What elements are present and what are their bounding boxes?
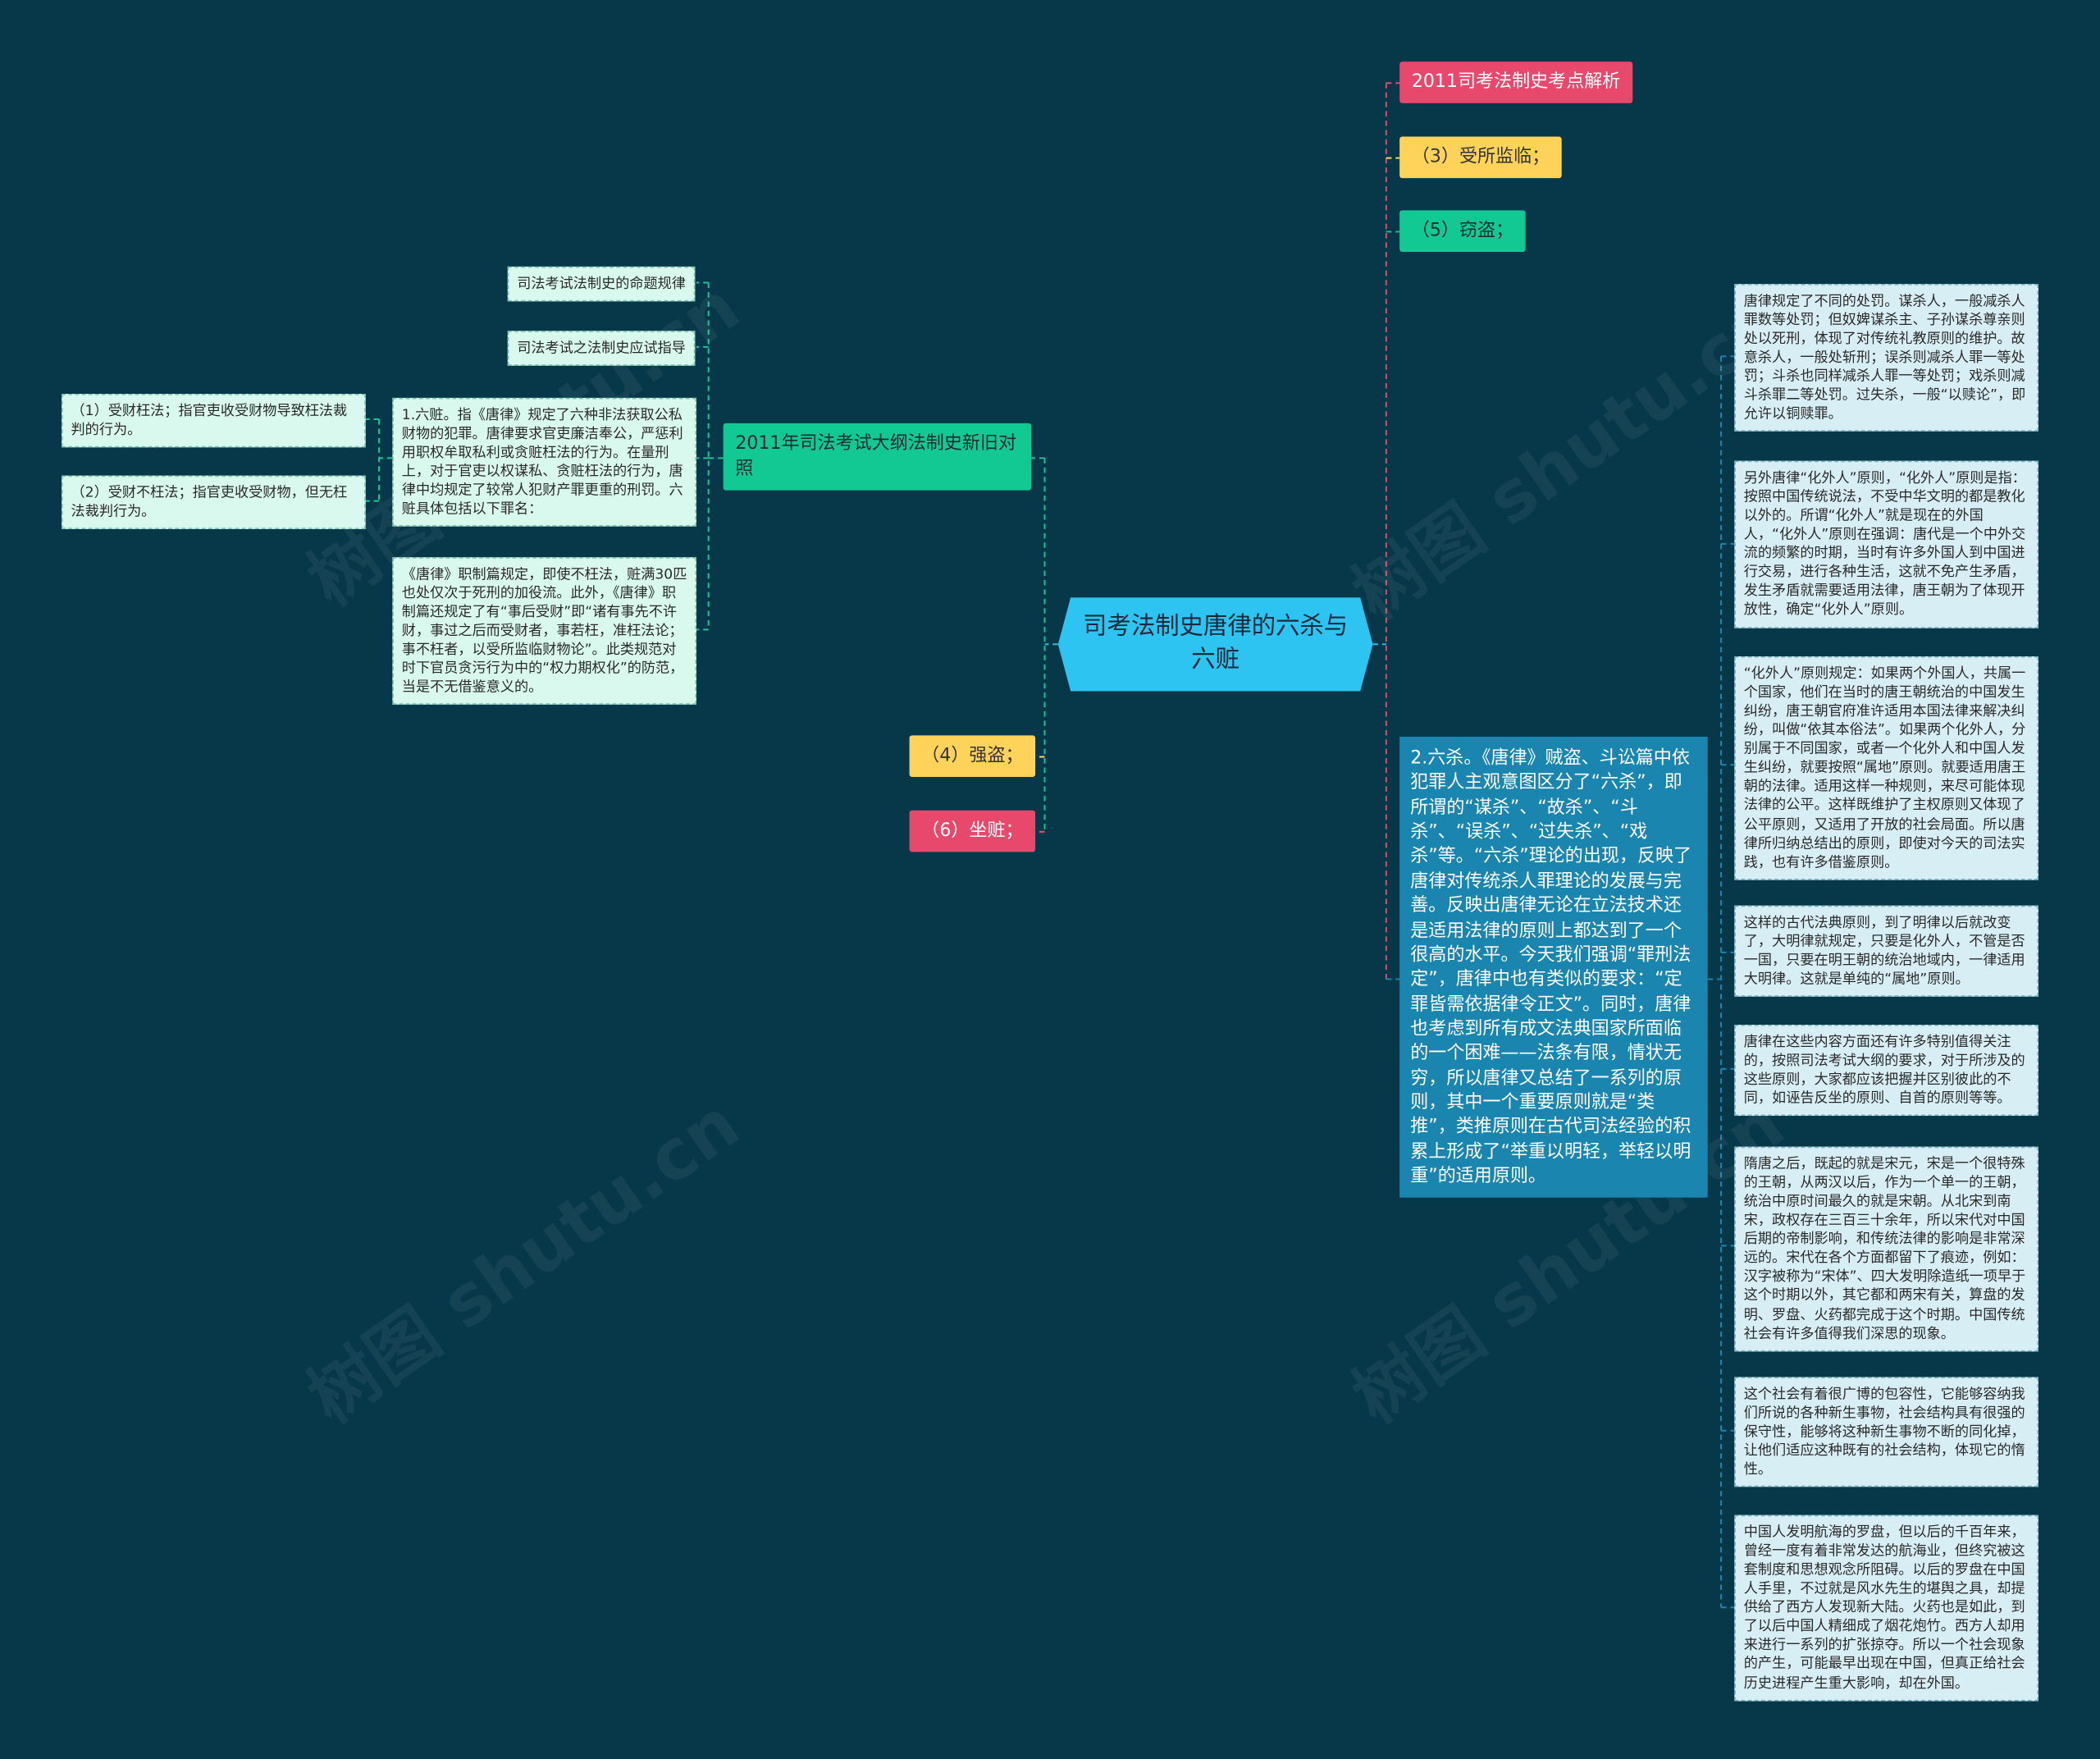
center-topic[interactable]: 司考法制史唐律的六杀与六赃: [1057, 597, 1373, 692]
sub-six-bribes[interactable]: 1.六赃。指《唐律》规定了六种非法获取公私财物的犯罪。唐律要求官吏廉洁奉公，严惩…: [392, 397, 697, 528]
leaf-bribe-not-bending-law[interactable]: （2）受财不枉法；指官吏收受财物，但无枉法裁判行为。: [62, 475, 366, 530]
node-embezzlement[interactable]: （6）坐赃；: [909, 810, 1036, 852]
sub-tang-code-duties[interactable]: 《唐律》职制篇规定，即使不枉法，赃满30匹也处仅次于死刑的加役流。此外，《唐律》…: [392, 557, 697, 706]
node-theft[interactable]: （5）窃盗；: [1399, 210, 1526, 252]
leaf-punishments[interactable]: 唐律规定了不同的处罚。谋杀人，一般减杀人罪数等处罚；但奴婢谋杀主、子孙谋杀尊亲则…: [1734, 284, 2038, 432]
node-syllabus-comparison[interactable]: 2011年司法考试大纲法制史新旧对照: [723, 423, 1032, 491]
leaf-ming-law[interactable]: 这样的古代法典原则，到了明律以后就改变了，大明律就规定，只要是化外人，不管是否一…: [1734, 905, 2038, 998]
leaf-other-principles[interactable]: 唐律在这些内容方面还有许多特别值得关注的，按照司法考试大纲的要求，对于所涉及的这…: [1734, 1025, 2038, 1117]
node-six-killings[interactable]: 2.六杀。《唐律》贼盗、斗讼篇中依犯罪人主观意图区分了“六杀”，即所谓的“谋杀”…: [1399, 736, 1708, 1199]
node-exam-analysis[interactable]: 2011司考法制史考点解析: [1399, 62, 1633, 103]
sub-exam-guidance[interactable]: 司法考试之法制史应试指导: [507, 331, 696, 366]
leaf-foreigner-principle[interactable]: 另外唐律“化外人”原则，“化外人”原则是指：按照中国传统说法，不受中华文明的都是…: [1734, 460, 2038, 628]
node-supervised-bribe[interactable]: （3）受所监临；: [1399, 136, 1562, 178]
sub-exam-patterns[interactable]: 司法考试法制史的命题规律: [507, 266, 696, 302]
leaf-foreigner-rules[interactable]: “化外人”原则规定：如果两个外国人，共属一个国家，他们在当时的唐王朝统治的中国发…: [1734, 656, 2038, 880]
node-robbery[interactable]: （4）强盗；: [909, 735, 1036, 777]
leaf-society-inclusiveness[interactable]: 这个社会有着很广博的包容性，它能够容纳我们所说的各种新生事物，社会结构具有很强的…: [1734, 1377, 2038, 1487]
leaf-bribe-bending-law[interactable]: （1）受财枉法；指官吏收受财物导致枉法裁判的行为。: [62, 394, 366, 448]
leaf-compass-gunpowder[interactable]: 中国人发明航海的罗盘，但以后的千百年来，曾经一度有着非常发达的航海业，但终究被这…: [1734, 1515, 2038, 1701]
leaf-song-dynasty[interactable]: 隋唐之后，既起的就是宋元，宋是一个很特殊的王朝，从两汉以后，作为一个单一的王朝，…: [1734, 1146, 2038, 1351]
